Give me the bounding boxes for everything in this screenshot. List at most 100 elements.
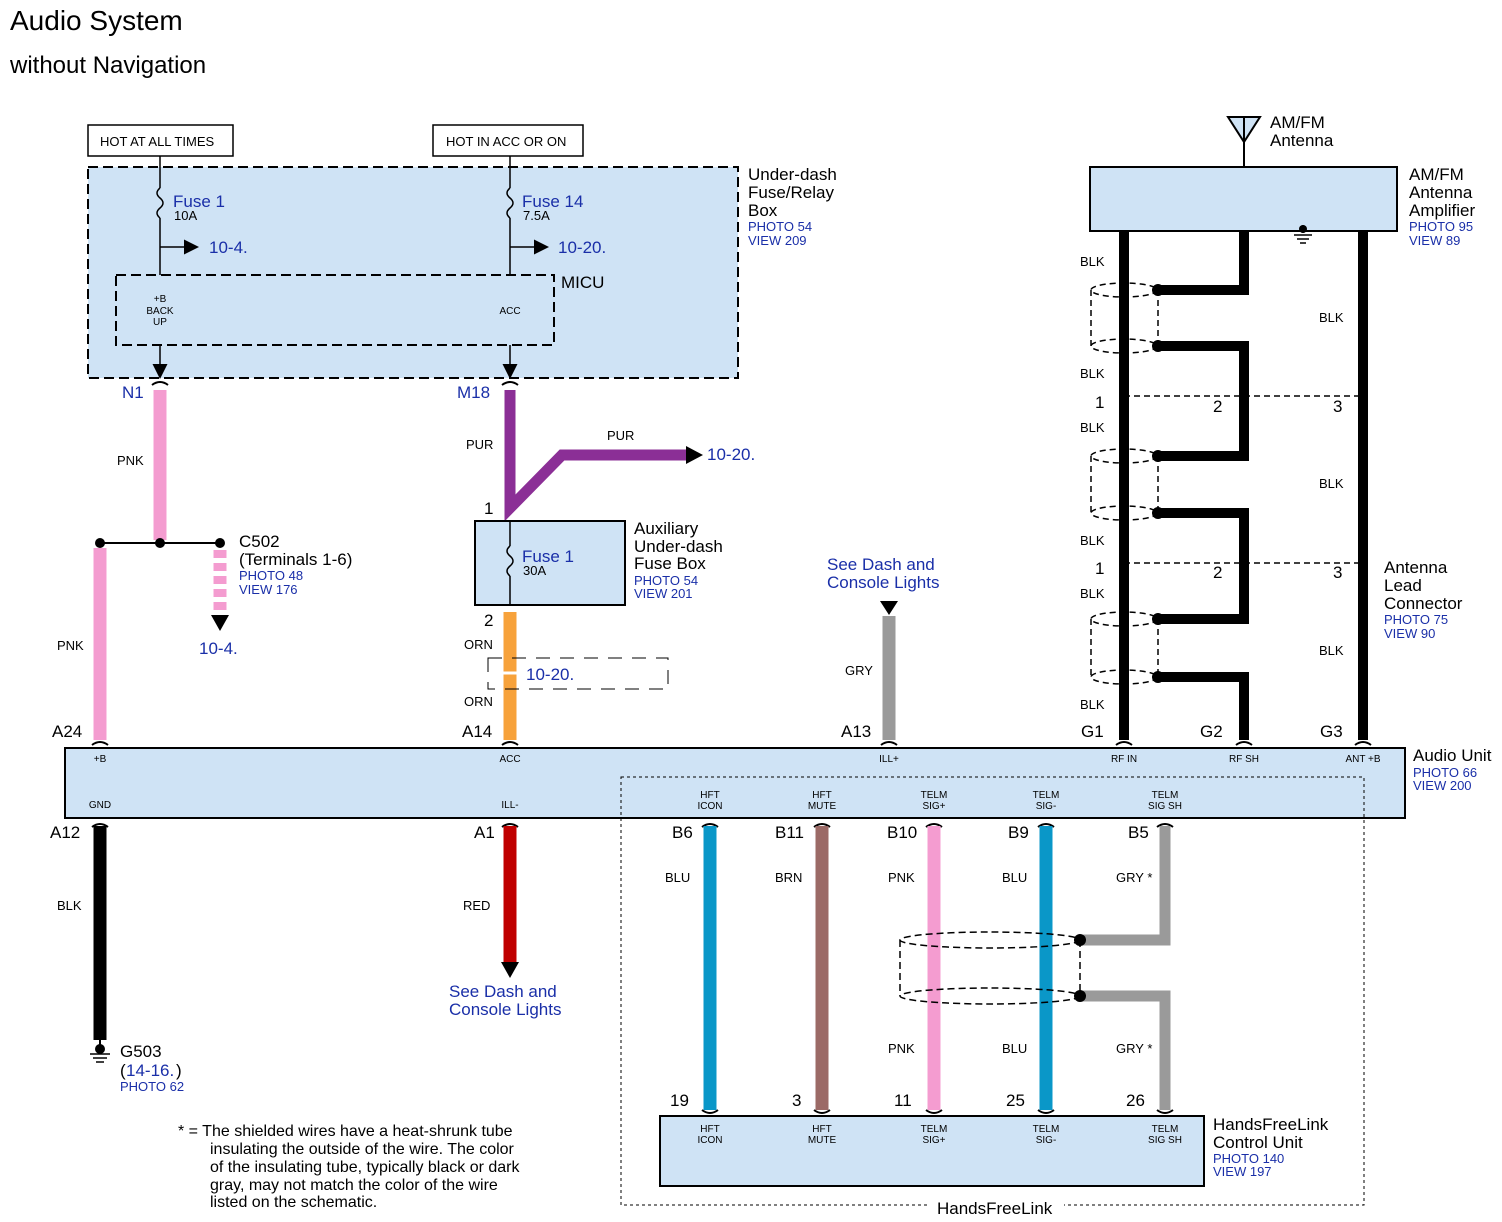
svg-text:ICON: ICON — [698, 801, 723, 812]
wire-label-blk-gnd: BLK — [57, 898, 82, 913]
underdash-fuse-box — [87, 166, 739, 379]
svg-text:SIG SH: SIG SH — [1148, 801, 1182, 812]
fuse-14-rating: 7.5A — [523, 208, 550, 223]
svg-text:TELM: TELM — [921, 1124, 948, 1135]
audio-unit-box — [64, 747, 1406, 819]
pur-arrow — [686, 446, 703, 464]
svg-text:BLK: BLK — [1080, 533, 1105, 548]
aux-view: VIEW 201 — [634, 586, 693, 601]
audio-top-terminals: +B ACC ILL+ RF IN RF SH ANT +B — [94, 754, 1381, 765]
antenna-amplifier-box — [1089, 166, 1398, 232]
svg-text:ICON: ICON — [698, 1135, 723, 1146]
a12-connector: A12 — [50, 823, 80, 842]
aux-pin-in: 1 — [484, 499, 493, 518]
c502-ref: 10-4. — [199, 639, 238, 658]
n1-connector: N1 — [122, 383, 144, 402]
antenna-name-2: Antenna — [1270, 131, 1334, 150]
ground-ref-close: ) — [176, 1061, 182, 1080]
svg-text:1: 1 — [1095, 393, 1104, 412]
underdash-view: VIEW 209 — [748, 233, 807, 248]
svg-text:BLU: BLU — [1002, 870, 1027, 885]
svg-text:B5: B5 — [1128, 823, 1149, 842]
svg-text:BLK: BLK — [1319, 643, 1344, 658]
svg-text:3: 3 — [792, 1091, 801, 1110]
svg-text:B9: B9 — [1008, 823, 1029, 842]
underdash-name-2: Fuse/Relay — [748, 183, 834, 202]
wire-label-orn-2: ORN — [464, 694, 493, 709]
hft-wire-labels: BLU BRN PNK BLU GRY * PNK BLU GRY * — [665, 870, 1152, 1056]
aux-fuse-box — [474, 520, 626, 606]
page-title: Audio System — [10, 5, 183, 36]
fuse-1-circuit — [152, 156, 199, 379]
lead-photo: PHOTO 75 — [1384, 612, 1448, 627]
svg-text:BLK: BLK — [1319, 476, 1344, 491]
aux-fuse-name: Fuse 1 — [522, 547, 574, 566]
svg-text:25: 25 — [1006, 1091, 1025, 1110]
a12-connector-mark — [91, 823, 109, 828]
svg-text:A14: A14 — [462, 722, 492, 741]
svg-text:B6: B6 — [672, 823, 693, 842]
orn-ref: 10-20. — [526, 665, 574, 684]
hft-connector-marks — [701, 823, 1174, 1114]
see-dash-1a: See Dash and — [827, 555, 935, 574]
ground-icon — [90, 1040, 110, 1063]
ground-ref: 14-16. — [126, 1061, 174, 1080]
svg-text:HFT: HFT — [812, 1124, 831, 1135]
svg-text:insulating the outside of the: insulating the outside of the wire. The … — [210, 1141, 515, 1158]
wire-label-gry: GRY — [845, 663, 873, 678]
lead-name-1: Antenna — [1384, 558, 1448, 577]
c502-photo: PHOTO 48 — [239, 568, 303, 583]
svg-text:GRY *: GRY * — [1116, 1041, 1152, 1056]
aux-name-1: Auxiliary — [634, 519, 699, 538]
svg-text:19: 19 — [670, 1091, 689, 1110]
micu-pin-acc: ACC — [499, 306, 520, 317]
svg-text:TELM: TELM — [1033, 790, 1060, 801]
svg-text:PNK: PNK — [888, 1041, 915, 1056]
antenna-pin-numbers: 1 2 3 1 2 3 — [1095, 393, 1342, 582]
aux-name-3: Fuse Box — [634, 554, 706, 573]
svg-text:G3: G3 — [1320, 722, 1343, 741]
svg-text:TELM: TELM — [1152, 790, 1179, 801]
shield-footnote: * = The shielded wires have a heat-shrun… — [178, 1123, 521, 1211]
lead-view: VIEW 90 — [1384, 626, 1435, 641]
svg-text:B11: B11 — [775, 823, 804, 842]
svg-text:A24: A24 — [52, 722, 82, 741]
svg-text:G2: G2 — [1200, 722, 1223, 741]
svg-text:GRY *: GRY * — [1116, 870, 1152, 885]
svg-text:RF IN: RF IN — [1111, 754, 1137, 765]
svg-text:SIG+: SIG+ — [922, 1135, 945, 1146]
antenna-name-1: AM/FM — [1270, 113, 1325, 132]
aux-name-2: Under-dash — [634, 537, 723, 556]
svg-text:BLK: BLK — [1080, 586, 1105, 601]
svg-text:B10: B10 — [887, 823, 917, 842]
svg-text:BLU: BLU — [1002, 1041, 1027, 1056]
amp-ground-dot — [1299, 225, 1307, 233]
c502-view: VIEW 176 — [239, 582, 298, 597]
hot-in-acc-box — [432, 124, 584, 157]
amp-name-2: Antenna — [1409, 183, 1473, 202]
svg-text:ILL+: ILL+ — [879, 754, 899, 765]
audio-hft-terminals: HFT ICON HFT MUTE TELM SIG+ TELM SIG- TE… — [698, 790, 1182, 812]
amp-view: VIEW 89 — [1409, 233, 1460, 248]
micu-pin-backup-3: UP — [153, 317, 167, 328]
svg-text:MUTE: MUTE — [808, 801, 837, 812]
red-arrow — [501, 962, 519, 978]
svg-text:gray, may not match the color: gray, may not match the color of the wir… — [210, 1177, 498, 1194]
fuse-1-rating: 10A — [174, 208, 197, 223]
hfl-view: VIEW 197 — [1213, 1164, 1272, 1179]
svg-text:MUTE: MUTE — [808, 1135, 837, 1146]
micu-pin-backup-1: +B — [154, 294, 167, 305]
antenna-blk-labels: BLK BLK BLK BLK BLK BLK BLK BLK BLK — [1080, 254, 1344, 712]
hfl-name-2: Control Unit — [1213, 1133, 1303, 1152]
hfl-name-1: HandsFreeLink — [1213, 1115, 1329, 1134]
page-subtitle: without Navigation — [9, 52, 206, 79]
svg-text:* = The shielded wires have a: * = The shielded wires have a heat-shrun… — [178, 1123, 513, 1140]
see-dash-1b: Console Lights — [827, 573, 939, 592]
splice-dot-left — [95, 538, 105, 548]
audio-unit-photo: PHOTO 66 — [1413, 765, 1477, 780]
underdash-name-1: Under-dash — [748, 165, 837, 184]
lead-name-3: Connector — [1384, 594, 1463, 613]
telm-shield — [899, 931, 1081, 1005]
svg-text:BLK: BLK — [1080, 420, 1105, 435]
audio-top-connector-marks — [91, 741, 1372, 746]
